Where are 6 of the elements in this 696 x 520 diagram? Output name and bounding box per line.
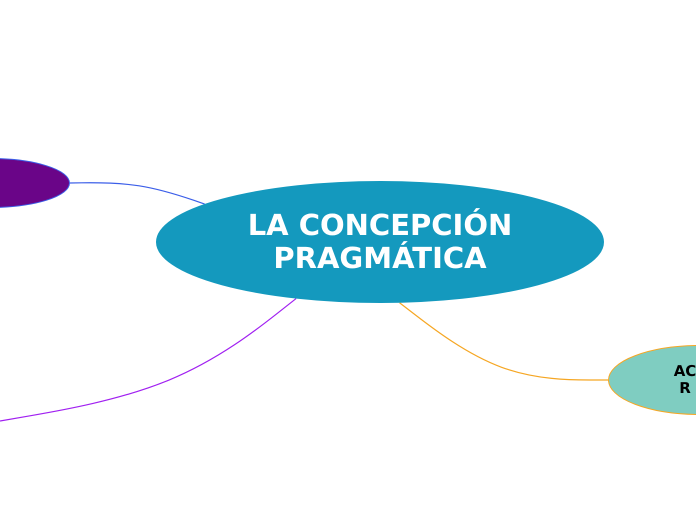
- node-label: AC R: [672, 360, 696, 399]
- connector-line: [399, 302, 608, 381]
- connector-line: [0, 298, 296, 422]
- connector-line: [70, 182, 205, 205]
- topic-ellipse: [156, 181, 604, 303]
- node-label: LA CONCEPCIÓN PRAGMÁTICA: [246, 206, 514, 277]
